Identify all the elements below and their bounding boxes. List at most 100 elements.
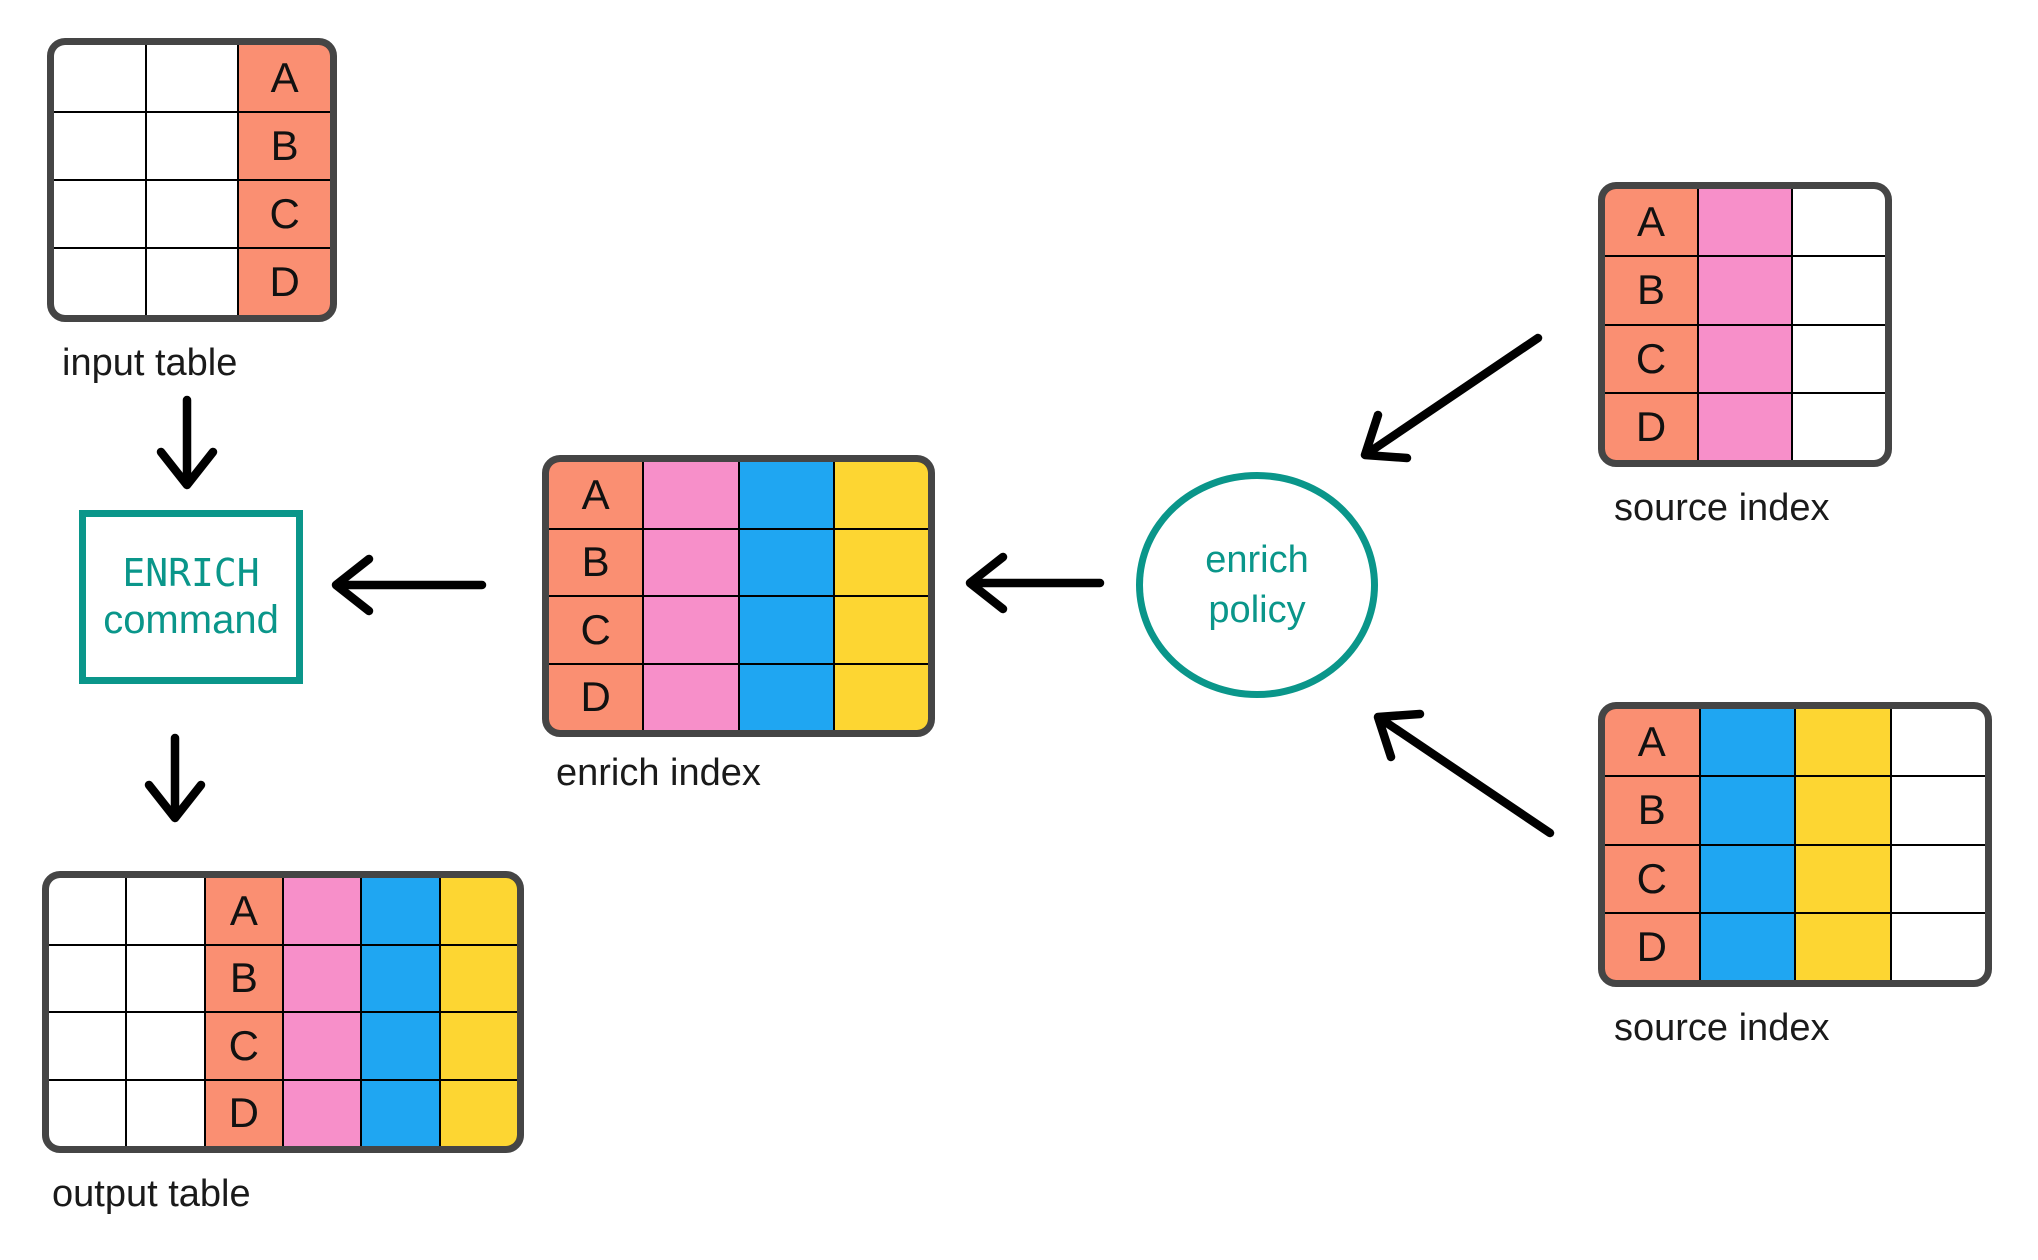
table-key-cell: C bbox=[549, 597, 643, 663]
arrow-policy-to-enrich-index bbox=[965, 552, 1105, 614]
table-cell bbox=[1700, 845, 1794, 912]
table-cell bbox=[54, 45, 145, 111]
table-cell bbox=[644, 462, 738, 528]
table-key-cell: C bbox=[239, 181, 330, 247]
table-key-cell: B bbox=[549, 529, 643, 595]
source-index-2-label: source index bbox=[1614, 1007, 1830, 1049]
table-cell bbox=[284, 945, 361, 1011]
table-cell bbox=[49, 945, 126, 1011]
table-key-cell: C bbox=[1605, 845, 1699, 912]
arrow-source2-to-policy bbox=[1373, 709, 1555, 838]
table-cell bbox=[1793, 257, 1885, 324]
arrow-source1-to-policy bbox=[1360, 333, 1543, 463]
table-key-cell: D bbox=[239, 249, 330, 315]
table-key-cell: A bbox=[549, 462, 643, 528]
source-index-1-label: source index bbox=[1614, 487, 1830, 529]
table-cell bbox=[1699, 257, 1791, 324]
enrich-policy-node: enrich policy bbox=[1136, 472, 1378, 698]
table-key-cell: D bbox=[1605, 913, 1699, 980]
table-key-cell: D bbox=[205, 1080, 282, 1146]
table-cell bbox=[146, 249, 238, 315]
table-cell bbox=[1796, 845, 1890, 912]
table-cell bbox=[440, 1013, 517, 1079]
table-cell bbox=[1891, 845, 1985, 912]
table-key-cell: A bbox=[1605, 709, 1699, 776]
table-cell bbox=[146, 181, 238, 247]
table-cell bbox=[1796, 709, 1890, 776]
table-cell bbox=[739, 529, 833, 595]
arrow-enrich-index-to-command bbox=[331, 554, 487, 616]
table-key-cell: B bbox=[239, 113, 330, 179]
arrow-command-to-output bbox=[144, 733, 206, 823]
table-cell bbox=[284, 878, 361, 944]
table-cell bbox=[440, 945, 517, 1011]
table-cell bbox=[284, 1013, 361, 1079]
table-cell bbox=[362, 945, 439, 1011]
table-cell bbox=[362, 878, 439, 944]
table-cell bbox=[1700, 777, 1794, 844]
table-cell bbox=[834, 664, 928, 730]
table-cell bbox=[1891, 913, 1985, 980]
table-cell bbox=[146, 113, 238, 179]
table-cell bbox=[127, 1080, 204, 1146]
table-cell bbox=[1793, 393, 1885, 460]
table-cell bbox=[1700, 913, 1794, 980]
table-cell bbox=[1699, 189, 1791, 256]
table-key-cell: A bbox=[239, 45, 330, 111]
table-key-cell: B bbox=[1605, 257, 1697, 324]
table-cell bbox=[739, 597, 833, 663]
table-cell bbox=[362, 1013, 439, 1079]
arrow-input-to-command bbox=[156, 395, 218, 490]
table-cell bbox=[1796, 913, 1890, 980]
table-cell bbox=[644, 597, 738, 663]
table-cell bbox=[127, 945, 204, 1011]
table-cell bbox=[54, 249, 145, 315]
table-cell bbox=[1699, 325, 1791, 392]
table-cell bbox=[127, 878, 204, 944]
table-cell bbox=[54, 113, 145, 179]
table-cell bbox=[1793, 325, 1885, 392]
table-cell bbox=[644, 529, 738, 595]
table-cell bbox=[1891, 709, 1985, 776]
table-cell bbox=[127, 1013, 204, 1079]
table-cell bbox=[440, 1080, 517, 1146]
enrich-policy-line1: enrich bbox=[1205, 539, 1309, 581]
table-cell bbox=[1793, 189, 1885, 256]
table-cell bbox=[834, 462, 928, 528]
table-key-cell: B bbox=[205, 945, 282, 1011]
table-key-cell: B bbox=[1605, 777, 1699, 844]
table-cell bbox=[644, 664, 738, 730]
table-cell bbox=[49, 1080, 126, 1146]
table-cell bbox=[362, 1080, 439, 1146]
table-cell bbox=[49, 1013, 126, 1079]
output-table-label: output table bbox=[52, 1173, 251, 1215]
enrich-command-line1: ENRICH bbox=[122, 551, 260, 595]
enrich-command-line2: command bbox=[103, 598, 279, 642]
enrich-command-node: ENRICH command bbox=[79, 510, 303, 684]
table-key-cell: D bbox=[549, 664, 643, 730]
table-cell bbox=[284, 1080, 361, 1146]
table-cell bbox=[1699, 393, 1791, 460]
table-key-cell: A bbox=[1605, 189, 1697, 256]
table-cell bbox=[146, 45, 238, 111]
table-cell bbox=[440, 878, 517, 944]
enrich-index-label: enrich index bbox=[556, 752, 761, 794]
table-key-cell: A bbox=[205, 878, 282, 944]
enrich-policy-line2: policy bbox=[1208, 589, 1306, 631]
table-cell bbox=[739, 664, 833, 730]
table-cell bbox=[834, 597, 928, 663]
input-table-label: input table bbox=[62, 342, 238, 384]
table-key-cell: D bbox=[1605, 393, 1697, 460]
table-cell bbox=[1700, 709, 1794, 776]
table-cell bbox=[834, 529, 928, 595]
table-cell bbox=[1891, 777, 1985, 844]
table-cell bbox=[49, 878, 126, 944]
